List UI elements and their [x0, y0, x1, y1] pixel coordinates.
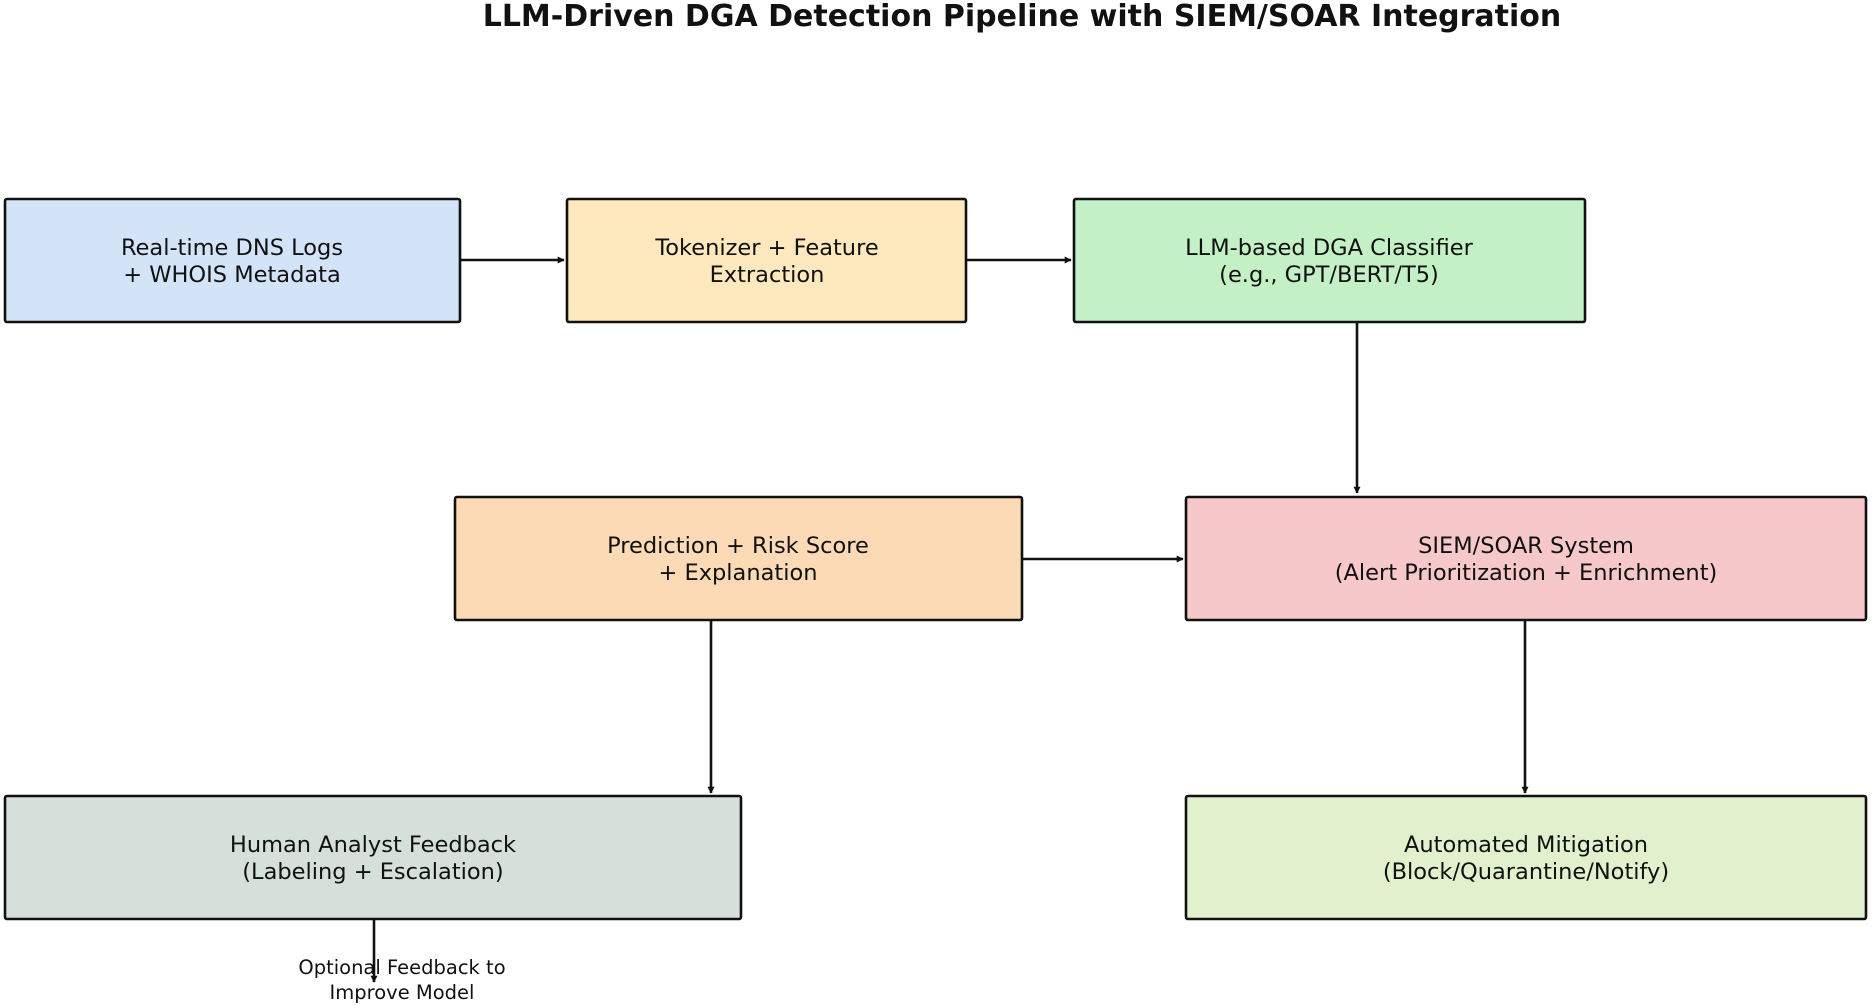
node-mitigation-box: [1184, 794, 1868, 921]
feedback-note-line2: Improve Model: [330, 981, 475, 1004]
node-siem-line1: SIEM/SOAR System: [1418, 533, 1634, 559]
node-siem-box: [1184, 495, 1868, 622]
feedback-note: Optional Feedback to Improve Model: [298, 956, 505, 1004]
node-classifier-line2: (e.g., GPT/BERT/T5): [1219, 262, 1439, 288]
node-prediction-line2: + Explanation: [658, 560, 817, 586]
node-tokenizer-line1: Tokenizer + Feature: [654, 235, 878, 261]
node-siem-line2: (Alert Prioritization + Enrichment): [1335, 560, 1718, 586]
node-tokenizer-line2: Extraction: [710, 262, 825, 288]
node-mitigation: Automated Mitigation (Block/Quarantine/N…: [1184, 794, 1868, 921]
node-dns-logs-box: [3, 197, 462, 324]
node-classifier-box: [1072, 197, 1587, 324]
node-prediction-line1: Prediction + Risk Score: [607, 533, 869, 559]
node-tokenizer-box: [565, 197, 968, 324]
node-feedback-line1: Human Analyst Feedback: [230, 832, 516, 858]
node-prediction-box: [453, 495, 1024, 622]
node-dns-logs: Real-time DNS Logs + WHOIS Metadata: [3, 197, 462, 324]
node-tokenizer: Tokenizer + Feature Extraction: [565, 197, 968, 324]
node-feedback-line2: (Labeling + Escalation): [242, 859, 503, 885]
node-classifier-line1: LLM-based DGA Classifier: [1185, 235, 1473, 261]
node-siem: SIEM/SOAR System (Alert Prioritization +…: [1184, 495, 1868, 622]
node-feedback: Human Analyst Feedback (Labeling + Escal…: [3, 794, 743, 921]
node-dns-logs-line2: + WHOIS Metadata: [123, 262, 341, 288]
node-prediction: Prediction + Risk Score + Explanation: [453, 495, 1024, 622]
feedback-note-line1: Optional Feedback to: [298, 956, 505, 979]
node-classifier: LLM-based DGA Classifier (e.g., GPT/BERT…: [1072, 197, 1587, 324]
node-feedback-box: [3, 794, 743, 921]
node-dns-logs-line1: Real-time DNS Logs: [121, 235, 343, 261]
diagram-title: LLM-Driven DGA Detection Pipeline with S…: [483, 0, 1562, 34]
node-mitigation-line1: Automated Mitigation: [1404, 832, 1648, 858]
node-mitigation-line2: (Block/Quarantine/Notify): [1383, 859, 1669, 885]
edges: [370, 256, 1529, 983]
